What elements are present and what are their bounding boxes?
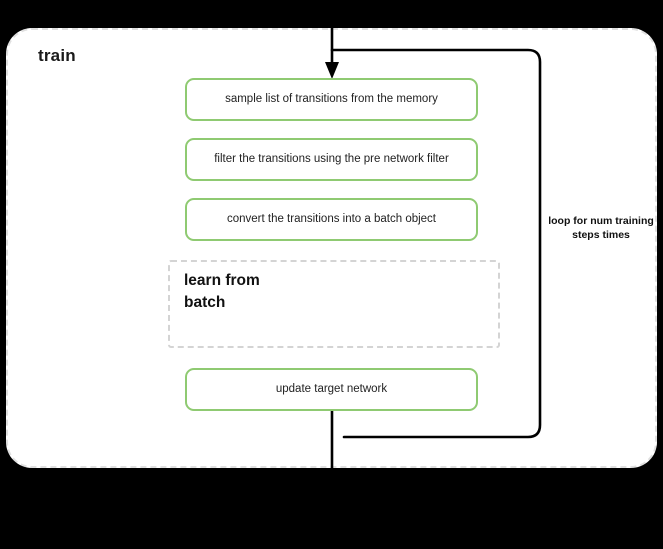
step-box-filter-transitions[interactable]: filter the transitions using the pre net… — [185, 138, 478, 181]
step-box-update-target-network[interactable]: update target network — [185, 368, 478, 411]
step-label: sample list of transitions from the memo… — [225, 92, 438, 105]
step-label: filter the transitions using the pre net… — [214, 152, 449, 165]
step-box-convert-transitions[interactable]: convert the transitions into a batch obj… — [185, 198, 478, 241]
sub-block-title: learn from batch — [184, 272, 260, 312]
step-box-sample-transitions[interactable]: sample list of transitions from the memo… — [185, 78, 478, 121]
block-title-train: train — [38, 46, 76, 65]
sub-block-learn-from-batch[interactable]: learn from batch — [168, 260, 500, 348]
loop-annotation-label: loop for num training steps times — [548, 215, 654, 241]
step-label: convert the transitions into a batch obj… — [226, 212, 437, 225]
step-label: update target network — [275, 382, 388, 395]
